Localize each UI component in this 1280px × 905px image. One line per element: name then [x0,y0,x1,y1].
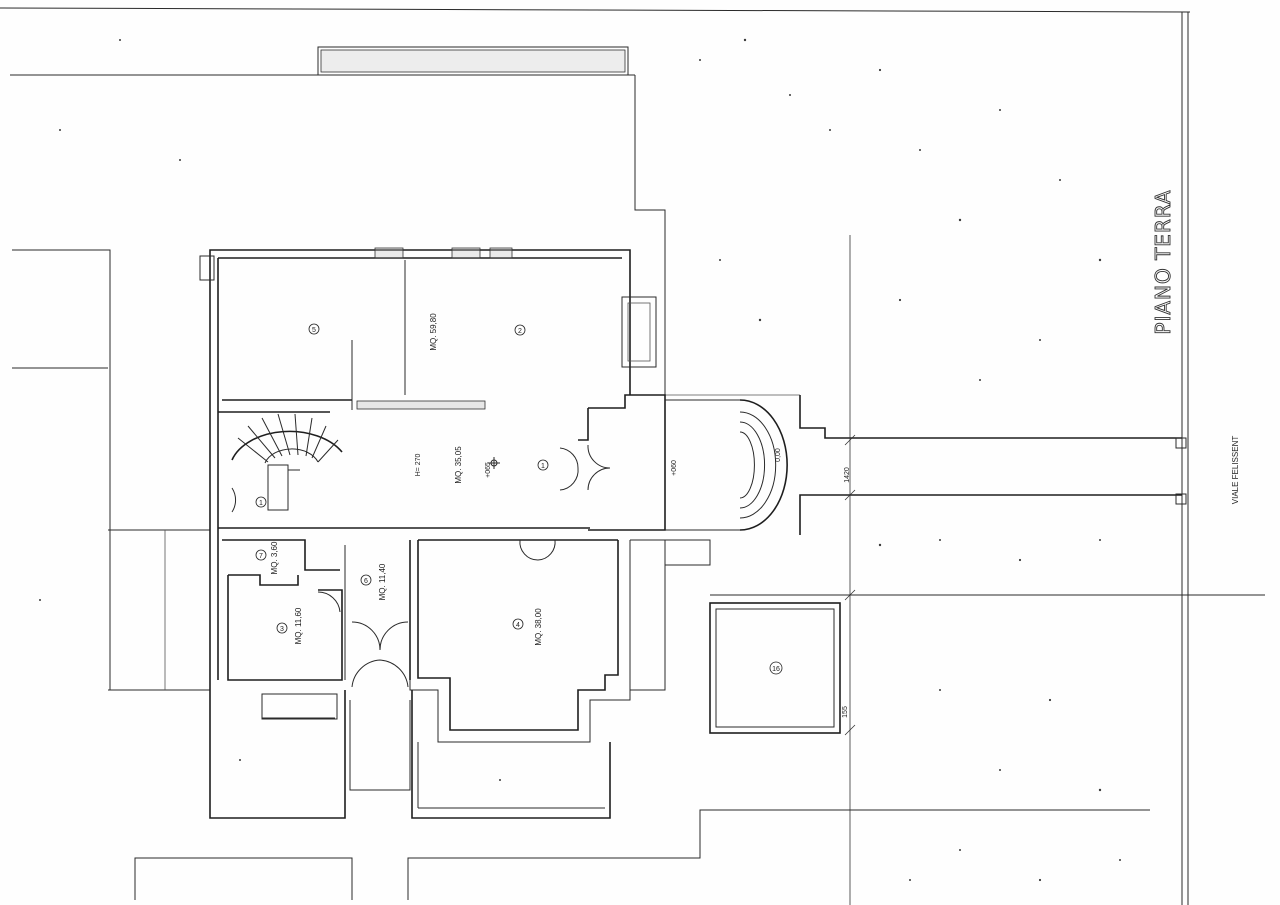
dimension-walk: 1420 [844,467,851,483]
room-7-marker: 7 [255,549,267,561]
gate-markers [1175,437,1187,505]
room-3-marker: 3 [276,622,288,634]
room-2-area: MQ. 59,80 [429,313,438,351]
room-5-marker: 5 [308,323,320,335]
building-walls [199,247,1265,819]
room-1b-marker: 1 [255,496,267,508]
room-6-number: 6 [364,578,368,585]
room-6-area: MQ. 11,40 [378,563,387,600]
level-marker [488,457,500,469]
sheet-title: PIANO TERRA [1151,189,1175,334]
room-3-number: 3 [280,626,284,633]
room-3-area: MQ. 11,60 [294,607,303,644]
room-2-marker: 2 [514,324,526,336]
room-1-area: MQ. 35,05 [454,446,463,484]
street-name: VIALE FELISSENT [1231,436,1240,505]
dimension-lines [844,235,856,905]
vegetation-specks [39,38,1121,882]
hedge-strip [317,46,629,76]
room-1-number: 1 [541,463,545,470]
hall-level: +065 [485,462,492,478]
room-5-number: 5 [312,327,316,334]
room-4-area: MQ. 38,00 [534,608,543,646]
room-2-number: 2 [518,328,522,335]
neighbour-block [12,249,210,691]
dimension-tank: 155 [842,706,849,718]
room-7-area: MQ. 3,60 [270,541,279,574]
ceiling-height: H= 270 [415,454,422,477]
room-4-marker: 4 [512,618,524,630]
step-level: 0,00 [775,448,782,462]
lower-outlines [134,693,1150,900]
room-16-number: 16 [772,666,780,673]
spiral-staircase [231,413,343,511]
entry-steps [739,399,788,531]
room-7-number: 7 [259,553,263,560]
room-16-marker: 16 [769,661,783,675]
room-1b-number: 1 [259,500,263,507]
doors [231,444,611,688]
room-6-marker: 6 [360,574,372,586]
room-4-number: 4 [516,622,520,629]
room-1-marker: 1 [537,459,549,471]
site-boundary [0,7,1191,905]
porch-level: +060 [671,460,678,476]
tank-16 [709,602,841,734]
